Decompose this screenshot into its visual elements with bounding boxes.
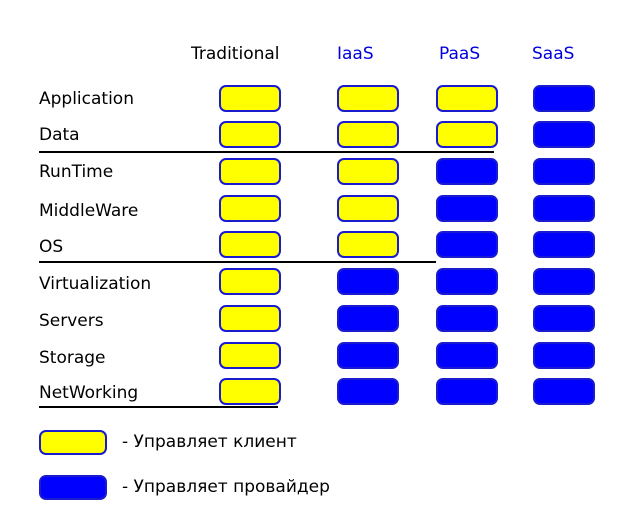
cell-application-iaas <box>337 85 399 112</box>
cell-servers-traditional <box>219 305 281 332</box>
row-label-runtime: RunTime <box>39 162 114 182</box>
cell-runtime-iaas <box>337 158 399 185</box>
cell-storage-saas <box>533 342 595 369</box>
cell-storage-paas <box>436 342 498 369</box>
row-label-networking: NetWorking <box>39 383 139 403</box>
cell-networking-traditional <box>219 378 281 405</box>
cell-runtime-saas <box>533 158 595 185</box>
cell-middleware-saas <box>533 195 595 222</box>
cell-os-saas <box>533 231 595 258</box>
cell-networking-saas <box>533 378 595 405</box>
cell-data-iaas <box>337 121 399 148</box>
legend-label-provider: - Управляет провайдер <box>122 477 330 497</box>
cell-storage-traditional <box>219 342 281 369</box>
row-label-servers: Servers <box>39 311 104 331</box>
cell-networking-iaas <box>337 378 399 405</box>
cell-networking-paas <box>436 378 498 405</box>
legend-swatch-client <box>39 430 107 455</box>
column-header-paas: PaaS <box>439 44 481 64</box>
cell-servers-iaas <box>337 305 399 332</box>
cell-servers-paas <box>436 305 498 332</box>
boundary-line-networking <box>39 406 278 408</box>
legend-label-client: - Управляет клиент <box>122 432 297 452</box>
cell-middleware-iaas <box>337 195 399 222</box>
row-label-storage: Storage <box>39 348 106 368</box>
cell-servers-saas <box>533 305 595 332</box>
cell-os-paas <box>436 231 498 258</box>
row-label-data: Data <box>39 125 80 145</box>
cell-data-paas <box>436 121 498 148</box>
cell-virtualization-iaas <box>337 268 399 295</box>
column-header-traditional: Traditional <box>191 44 280 64</box>
column-header-saas: SaaS <box>532 44 575 64</box>
cell-data-saas <box>533 121 595 148</box>
legend-swatch-provider <box>39 475 107 500</box>
cell-middleware-paas <box>436 195 498 222</box>
cell-application-saas <box>533 85 595 112</box>
cell-application-traditional <box>219 85 281 112</box>
cell-runtime-paas <box>436 158 498 185</box>
cell-virtualization-traditional <box>219 268 281 295</box>
cell-application-paas <box>436 85 498 112</box>
cell-runtime-traditional <box>219 158 281 185</box>
column-header-iaas: IaaS <box>337 44 374 64</box>
row-label-os: OS <box>39 237 64 257</box>
cell-storage-iaas <box>337 342 399 369</box>
boundary-line-os <box>39 261 436 263</box>
cell-virtualization-paas <box>436 268 498 295</box>
cell-virtualization-saas <box>533 268 595 295</box>
row-label-middleware: MiddleWare <box>39 201 139 221</box>
cell-os-iaas <box>337 231 399 258</box>
boundary-line-data <box>39 151 494 153</box>
cell-data-traditional <box>219 121 281 148</box>
row-label-virtualization: Virtualization <box>39 274 152 294</box>
cell-os-traditional <box>219 231 281 258</box>
row-label-application: Application <box>39 89 134 109</box>
cell-middleware-traditional <box>219 195 281 222</box>
